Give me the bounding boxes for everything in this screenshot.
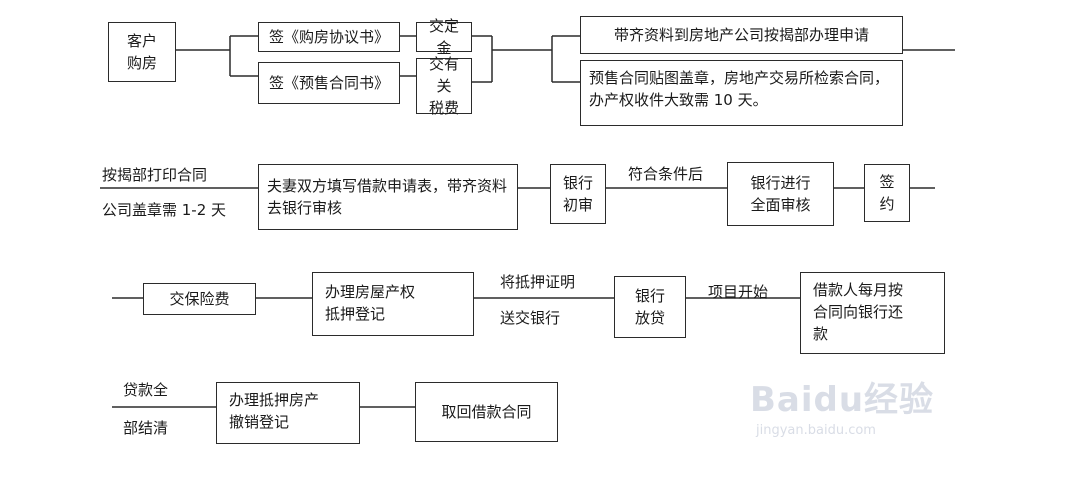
box-bank-full-review: 银行进行 全面审核	[727, 162, 834, 226]
label-print-contract: 按揭部打印合同	[102, 166, 208, 184]
box-bank-initial-review: 银行 初审	[550, 164, 606, 224]
box-pay-insurance: 交保险费	[143, 283, 256, 315]
watermark-url: jingyan.baidu.com	[756, 423, 876, 438]
box-couple-loan-application: 夫妻双方填写借款申请表，带齐资料去银行审核	[258, 164, 518, 230]
label-project-start: 项目开始	[708, 283, 769, 301]
label-mortgage-certificate: 将抵押证明	[500, 273, 576, 291]
box-submit-materials: 带齐资料到房地产公司按揭部办理申请	[580, 16, 903, 54]
label-company-stamp: 公司盖章需 1-2 天	[102, 201, 227, 219]
watermark: Baidu经验 jingyan.baidu.com	[750, 372, 934, 438]
label-settled: 部结清	[123, 419, 169, 437]
box-sign-contract: 签 约	[864, 164, 910, 222]
box-cancel-mortgage-registration: 办理抵押房产 撤销登记	[216, 382, 360, 444]
box-pay-taxes: 交有关 税费	[416, 55, 472, 117]
label-loan-fully: 贷款全	[123, 381, 169, 399]
box-presale-stamp: 预售合同贴图盖章，房地产交易所检索合同，办产权收件大致需 10 天。	[580, 60, 903, 126]
box-retrieve-loan-contract: 取回借款合同	[415, 382, 558, 442]
box-sign-purchase-agreement: 签《购房协议书》	[258, 22, 400, 52]
box-pay-deposit: 交定金	[416, 17, 472, 57]
label-send-to-bank: 送交银行	[500, 309, 561, 327]
box-bank-loan-release: 银行 放贷	[614, 276, 686, 338]
label-conditions-met: 符合条件后	[628, 165, 704, 183]
box-mortgage-registration: 办理房屋产权 抵押登记	[312, 272, 474, 336]
box-sign-presale-contract: 签《预售合同书》	[258, 62, 400, 104]
box-monthly-repayment: 借款人每月按 合同向银行还 款	[800, 272, 945, 354]
box-customer-purchase: 客户 购房	[108, 22, 176, 82]
watermark-title: Baidu经验	[750, 380, 935, 420]
